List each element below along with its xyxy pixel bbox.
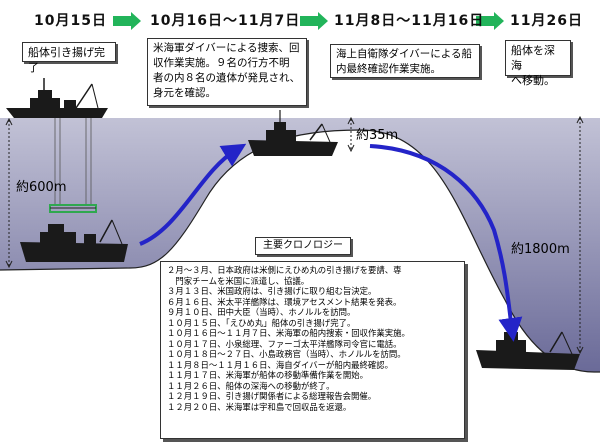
timeline-arrow-3 [476, 12, 504, 30]
sea-water [0, 118, 600, 372]
chronology-line: １０月１７日、小泉総理、ファーゴ太平洋艦隊司令官に電話。 [167, 338, 402, 349]
event-box-line: へ移動。 [511, 74, 555, 87]
ehime-maru-seafloor-icon [20, 219, 128, 262]
event-box-navy-search: 米海軍ダイバーによる捜索、回 収作業実施。９名の行方不明 者の内８名の遺体が発見… [147, 38, 307, 106]
event-box-line: 海上自衛隊ダイバーによる船 [336, 48, 472, 60]
salvage-ship-surface-icon [6, 78, 108, 118]
event-box-move-deep: 船体を深海 へ移動。 [505, 40, 571, 87]
depth-label-35m: 約35m [356, 128, 399, 143]
timeline-arrow-1 [113, 12, 141, 30]
chronology-line: １２月１９日、引き揚げ関係者による総理報告会開催。 [167, 391, 377, 401]
move-arrow-to-shallow [139, 143, 247, 246]
timeline-arrow-2 [300, 12, 328, 30]
seafloor-line [0, 129, 600, 373]
chronology-line: １１月８日〜１１月１６日、海自ダイバーが船内最終確認。 [167, 359, 393, 370]
event-box-line: 者の内８名の遺体が発見され、 [153, 72, 301, 84]
event-box-line: 米海軍ダイバーによる捜索、回 [153, 42, 300, 54]
chronology-line: ３月１３日、米国政府は、引き揚げに取り組む旨決定。 [167, 286, 377, 296]
depth-label-600m: 約600m [16, 180, 67, 195]
chronology-line: １２月２０日、米海軍は宇和島で回収品を返還。 [167, 401, 352, 412]
chronology-title: 主要クロノロジー [255, 237, 351, 255]
timeline-date-1: 10月15日 [34, 13, 107, 29]
move-arrow-to-deep [369, 144, 523, 342]
timeline-date-2: 10月16日〜11月7日 [150, 13, 301, 29]
event-box-lift-complete: 船体引き揚げ完了 [22, 42, 116, 74]
timeline-date-4: 11月26日 [510, 13, 583, 29]
chronology-line: ２月〜３月、日本政府は米側にえひめ丸の引き揚げを要請、専 [167, 265, 402, 275]
chronology-line: 門家チームを米国に派遣し、協議。 [167, 275, 310, 286]
chronology-line: １０月１８日〜２７日、小島政務官（当時）、ホノルルを訪問。 [167, 349, 406, 359]
event-box-line: 船体を深海 [511, 44, 555, 72]
ehime-maru-shallow-icon [248, 110, 338, 156]
chronology-line: １０月１６日〜１１月７日、米海軍の船内捜索・回収作業実施。 [167, 328, 410, 338]
timeline-date-3: 11月8日〜11月16日 [334, 13, 485, 29]
ehime-maru-deep-icon [476, 331, 580, 370]
chronology-line: １０月１５日、「えひめ丸」船体の引き揚げ完了。 [167, 317, 356, 328]
depth-label-1800m: 約1800m [511, 242, 570, 257]
chronology-box: ２月〜３月、日本政府は米側にえひめ丸の引き揚げを要請、専 門家チームを米国に派遣… [160, 261, 465, 439]
chronology-line: ６月１６日、米太平洋艦隊は、環境アセスメント結果を発表。 [167, 296, 402, 307]
event-box-line: 内最終確認作業実施。 [336, 63, 441, 75]
event-box-line: 身元を確認。 [153, 87, 216, 99]
lifting-cables [54, 118, 92, 205]
event-box-jmsdf-check: 海上自衛隊ダイバーによる船 内最終確認作業実施。 [330, 44, 480, 78]
chronology-line: ９月１０日、田中大臣（当時）、ホノルルを訪問。 [167, 307, 356, 317]
chronology-line: １１月１７日、米海軍が船体の移動準備作業を開始。 [167, 370, 368, 380]
lifting-frame [49, 204, 97, 213]
chronology-line: １１月２６日、船体の深海への移動が終了。 [167, 380, 335, 391]
event-box-line: 船体引き揚げ完了 [28, 46, 105, 74]
event-box-line: 収作業実施。９名の行方不明 [153, 57, 290, 69]
